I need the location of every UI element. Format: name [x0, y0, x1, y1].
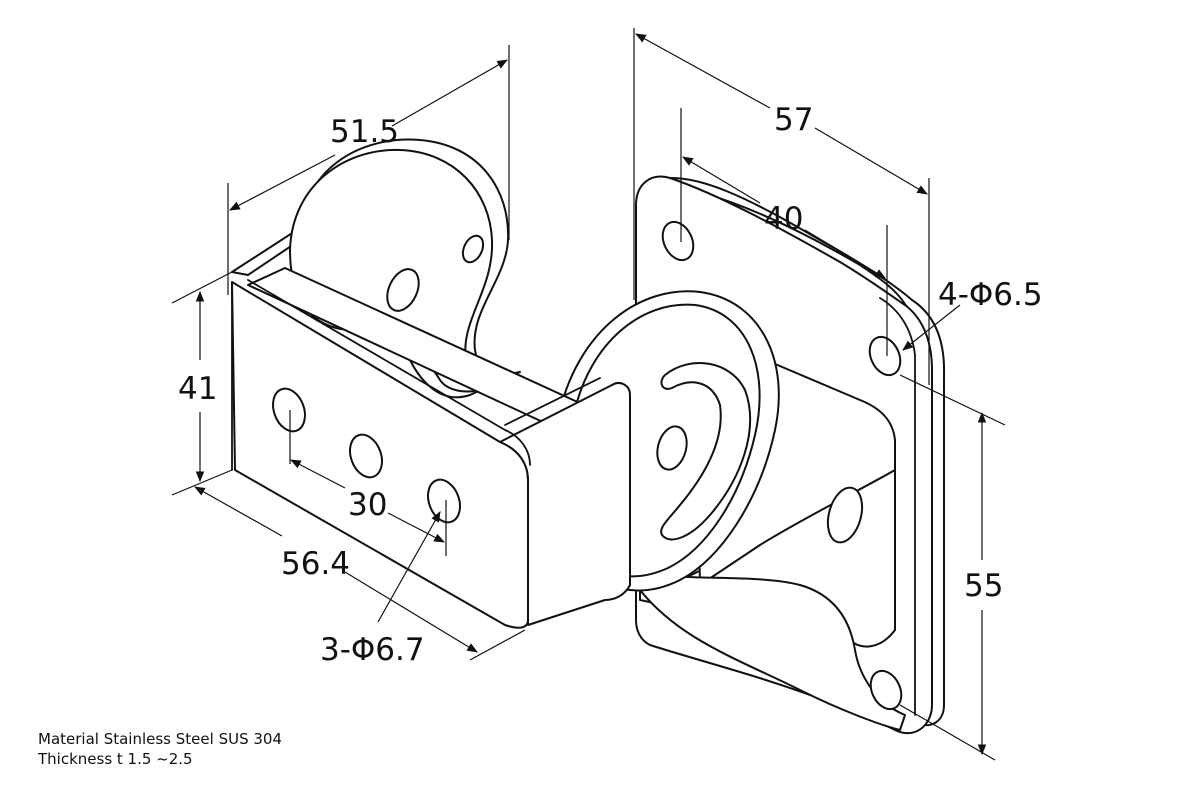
- dim-4-holes-6-5: 4-Φ6.5: [938, 277, 1043, 313]
- plate-hole-top-left: [661, 220, 695, 262]
- dim-56-4: 56.4: [281, 546, 350, 582]
- pivot-center-hole: [656, 425, 688, 471]
- channel-hole-1: [272, 387, 306, 433]
- flange-hole-large: [386, 268, 420, 312]
- material-note: Material Stainless Steel SUS 304: [38, 730, 282, 748]
- thickness-note: Thickness t 1.5 ~2.5: [38, 750, 193, 768]
- dim-30: 30: [348, 487, 387, 523]
- plate-hole-top-right: [868, 335, 902, 377]
- dim-40: 40: [764, 201, 803, 237]
- channel-hole-2: [349, 433, 383, 479]
- arc-slot: [660, 362, 752, 541]
- plate-hole-bottom-right: [869, 669, 903, 711]
- material-notes: Material Stainless Steel SUS 304 Thickne…: [38, 729, 282, 769]
- gusset-hole: [826, 486, 864, 544]
- dim-3-holes-6-7: 3-Φ6.7: [320, 632, 425, 668]
- dimension-lines: [171, 28, 1006, 761]
- dim-41: 41: [178, 371, 217, 407]
- dim-57: 57: [774, 102, 813, 138]
- dim-51-5: 51.5: [330, 114, 399, 150]
- flange-hole-small: [461, 234, 485, 264]
- dim-55: 55: [964, 568, 1003, 604]
